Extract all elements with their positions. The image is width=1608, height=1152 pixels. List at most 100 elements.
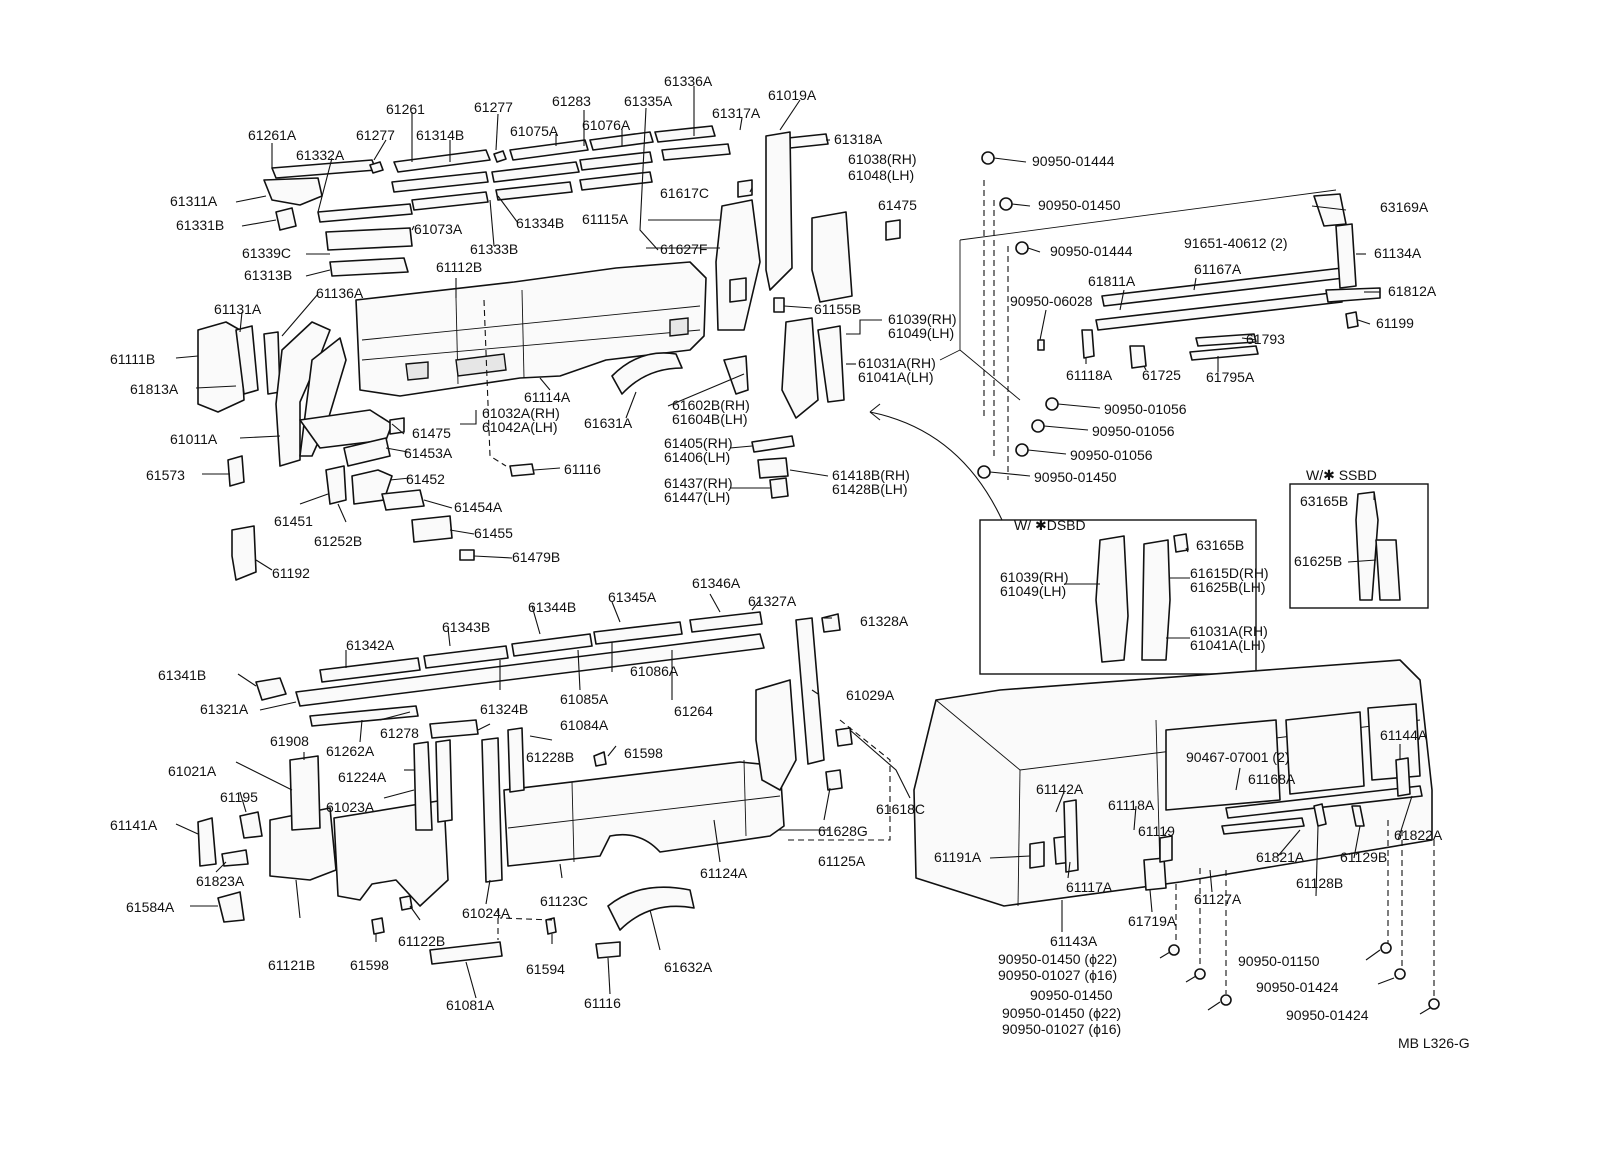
callout: 61122B — [398, 933, 445, 949]
callout: 63165B — [1196, 537, 1244, 553]
callout: 61118A — [1108, 797, 1155, 813]
callout: 61278 — [380, 725, 419, 741]
callout: 61076A — [582, 117, 631, 133]
inset-title: W/✱ SSBD — [1306, 467, 1377, 483]
callout: 61625B(LH) — [1190, 579, 1266, 595]
callout: 61116 — [584, 995, 621, 1011]
callout: 61475 — [878, 197, 917, 213]
callout: 61277 — [474, 99, 513, 115]
callout: 61618C — [876, 801, 925, 817]
callout: 61428B(LH) — [832, 481, 908, 497]
callout: 61112B — [436, 259, 482, 275]
callout: 61283 — [552, 93, 591, 109]
callout: 61031A(RH) — [1190, 623, 1268, 639]
callout: 91651-40612 (2) — [1184, 235, 1288, 251]
callout: 61277 — [356, 127, 395, 143]
callout: 61447(LH) — [664, 489, 730, 505]
callout: 61021A — [168, 763, 217, 779]
callout: 61075A — [510, 123, 559, 139]
callout: 61048(LH) — [848, 167, 914, 183]
callout: 61228B — [526, 749, 574, 765]
callout: 61262A — [326, 743, 375, 759]
callout: 61085A — [560, 691, 609, 707]
callout: 61339C — [242, 245, 291, 261]
callout: 61121B — [268, 957, 315, 973]
callout: 61111B — [110, 351, 155, 367]
callout: 61195 — [220, 789, 258, 805]
callout: 61627F — [660, 241, 707, 257]
callout: 61114A — [524, 389, 571, 405]
callout: 61023A — [326, 799, 375, 815]
callout: 61124A — [700, 865, 748, 881]
callout: 61631A — [584, 415, 633, 431]
callout: 61313B — [244, 267, 292, 283]
callout: 90950-01027 (ϕ16) — [1002, 1021, 1121, 1037]
callout: 61333B — [470, 241, 518, 257]
callout: 61725 — [1142, 367, 1181, 383]
callout: 61224A — [338, 769, 387, 785]
upper-roof-rails — [263, 125, 901, 277]
callout: 61041A(LH) — [858, 369, 934, 385]
callout: 61261 — [386, 101, 425, 117]
inset-dsbd — [979, 519, 1257, 675]
callout: 61038(RH) — [848, 151, 916, 167]
callout: 61598 — [624, 745, 663, 761]
callout: 61418B(RH) — [832, 467, 910, 483]
upper-pillars — [715, 131, 853, 419]
callout: 61199 — [1376, 315, 1414, 331]
callout: 90950-01150 — [1238, 953, 1320, 969]
callout: 90950-01450 (ϕ22) — [1002, 1005, 1121, 1021]
callout: 90950-01056 — [1070, 447, 1153, 463]
callout: 90950-01450 — [1034, 469, 1117, 485]
callout: 61908 — [270, 733, 309, 749]
callout: 61049(LH) — [888, 325, 954, 341]
callout: 61479B — [512, 549, 560, 565]
callout: 61039(RH) — [888, 311, 956, 327]
callout: 61406(LH) — [664, 449, 730, 465]
callout: 61573 — [146, 467, 185, 483]
callout: 90950-01056 — [1092, 423, 1175, 439]
callout: 90950-06028 — [1010, 293, 1093, 309]
callout: 61332A — [296, 147, 345, 163]
callout: 61024A — [462, 905, 511, 921]
callout: 61598 — [350, 957, 389, 973]
callout: 61167A — [1194, 261, 1242, 277]
callout: 61793 — [1246, 331, 1285, 347]
callout: 61822A — [1394, 827, 1443, 843]
callout: 61594 — [526, 961, 565, 977]
callout: 61128B — [1296, 875, 1343, 891]
lower-left-parts — [197, 739, 453, 935]
callout: 61317A — [712, 105, 761, 121]
callout: 61632A — [664, 959, 713, 975]
callout: 61049(LH) — [1000, 583, 1066, 599]
callout: 61405(RH) — [664, 435, 732, 451]
inset-title: W/ ✱DSBD — [1014, 517, 1086, 533]
callout: 61811A — [1088, 273, 1136, 289]
callout: 90950-01424 — [1256, 979, 1339, 995]
callout: 61617C — [660, 185, 709, 201]
van-rear-view — [913, 659, 1433, 907]
lower-rails — [255, 611, 841, 765]
callout: 61615D(RH) — [1190, 565, 1269, 581]
callout: 61142A — [1036, 781, 1084, 797]
callout: 61327A — [748, 593, 797, 609]
callout: 61719A — [1128, 913, 1177, 929]
callout: 90467-07001 (2) — [1186, 749, 1290, 765]
callout: 61136A — [316, 285, 364, 301]
callout: 63169A — [1380, 199, 1429, 215]
callout: 61604B(LH) — [672, 411, 748, 427]
callout: 90950-01450 — [1030, 987, 1113, 1003]
lower-side-panel — [429, 679, 853, 965]
callout: 61314B — [416, 127, 464, 143]
callout: 61168A — [1248, 771, 1296, 787]
callout: 61192 — [272, 565, 310, 581]
rear-door-area — [939, 180, 1381, 480]
callout: 61343B — [442, 619, 490, 635]
callout: 61155B — [814, 301, 861, 317]
callout: 61131A — [214, 301, 262, 317]
callout: 61453A — [404, 445, 453, 461]
callout: 61331B — [176, 217, 224, 233]
callout: 61475 — [412, 425, 451, 441]
callout: 61118A — [1066, 367, 1113, 383]
